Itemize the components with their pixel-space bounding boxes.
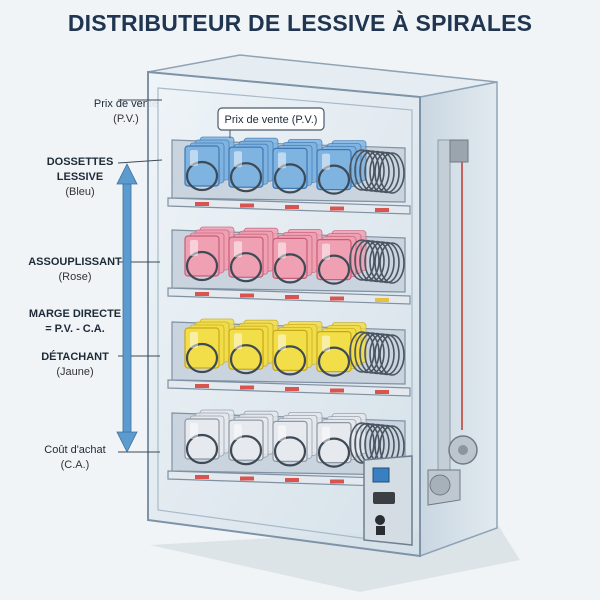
price-slot-marker <box>285 295 299 299</box>
shelf-dosettes-lessive <box>167 136 411 215</box>
price-slot-marker <box>330 296 344 301</box>
label-assouplissant-main: ASSOUPLISSANT <box>28 256 122 268</box>
shelves-group <box>167 136 411 488</box>
spiral-spring <box>349 239 405 284</box>
label-dosettes-line2: LESSIVE <box>56 171 104 183</box>
price-slot-marker <box>195 384 209 388</box>
spring-loop <box>317 254 351 285</box>
coin-return-icon[interactable] <box>375 515 385 525</box>
label-prix-vente-sub: (P.V.) <box>113 113 139 125</box>
label-dosettes: DOSSETTES LESSIVE (Bleu) <box>25 155 135 200</box>
spring-loop <box>317 346 351 377</box>
price-slot-marker <box>240 203 254 208</box>
coin-display-icon <box>372 467 390 483</box>
label-assouplissant: ASSOUPLISSANT (Rose) <box>10 255 140 285</box>
price-slot-marker <box>240 385 254 390</box>
label-detachant-sub: (Jaune) <box>56 366 94 378</box>
label-marge: MARGE DIRECTE = P.V. - C.A. <box>10 307 140 337</box>
page-title: DISTRIBUTEUR DE LESSIVE À SPIRALES <box>67 10 533 36</box>
spiral-spring <box>349 149 405 194</box>
label-dosettes-line1: DOSSETTES <box>46 156 114 168</box>
price-slot-marker <box>285 387 299 391</box>
price-slot-marker <box>240 476 254 481</box>
spring-loop <box>273 163 307 194</box>
shelf-cout-achat <box>167 409 411 488</box>
spring-loop <box>229 344 263 375</box>
spring-loop <box>229 162 263 193</box>
price-slot-marker <box>330 206 344 211</box>
spring-loop <box>185 250 219 282</box>
spring-loop <box>229 435 263 466</box>
price-slot-marker <box>195 475 209 479</box>
price-slot-marker <box>285 205 299 209</box>
label-marge-line1: MARGE DIRECTE <box>28 308 122 320</box>
margin-arrow <box>116 163 138 453</box>
price-slot-marker <box>330 388 344 393</box>
label-cout-achat: Coût d'achat (C.A.) <box>20 443 130 473</box>
price-slot-marker <box>195 202 209 206</box>
spring-loop <box>273 253 307 284</box>
price-slot-marker <box>375 208 389 212</box>
label-marge-line2: = P.V. - C.A. <box>45 323 105 335</box>
coin-mechanism <box>363 455 413 546</box>
spring-loop <box>185 160 219 192</box>
price-slot-marker <box>330 479 344 484</box>
spring-loop <box>317 437 351 468</box>
label-detachant-main: DÉTACHANT <box>41 351 109 363</box>
spring-loop <box>185 342 219 374</box>
label-prix-vente-main: Prix de vente <box>93 98 159 110</box>
shelf-detachant <box>167 318 411 397</box>
price-slot-marker <box>375 298 389 302</box>
price-slot-marker <box>375 390 389 394</box>
price-slot-marker <box>195 292 209 296</box>
shelf-assouplissant <box>167 226 411 305</box>
label-prix-vente: Prix de vente (P.V.) <box>76 97 176 127</box>
spring-loop <box>317 164 351 195</box>
spring-loop <box>229 252 263 283</box>
arrow-down-icon <box>116 431 138 453</box>
spiral-spring <box>349 331 405 376</box>
label-cout-achat-sub: (C.A.) <box>60 459 90 471</box>
price-tag: Prix de vente (P.V.) <box>217 107 325 138</box>
arrow-up-icon <box>116 163 138 185</box>
label-assouplissant-sub: (Rose) <box>58 271 92 283</box>
price-slot-marker <box>240 293 254 298</box>
side-spring-mechanism <box>427 139 478 506</box>
price-slot-marker <box>285 478 299 482</box>
coin-slot-icon[interactable] <box>373 492 395 504</box>
spring-loop <box>185 433 219 465</box>
label-detachant: DÉTACHANT (Jaune) <box>20 350 130 380</box>
price-tag-text: Prix de vente (P.V.) <box>225 114 318 126</box>
label-dosettes-sub: (Bleu) <box>65 186 95 198</box>
spring-loop <box>273 345 307 376</box>
label-cout-achat-main: Coût d'achat <box>44 444 106 456</box>
spring-loop <box>273 436 307 467</box>
